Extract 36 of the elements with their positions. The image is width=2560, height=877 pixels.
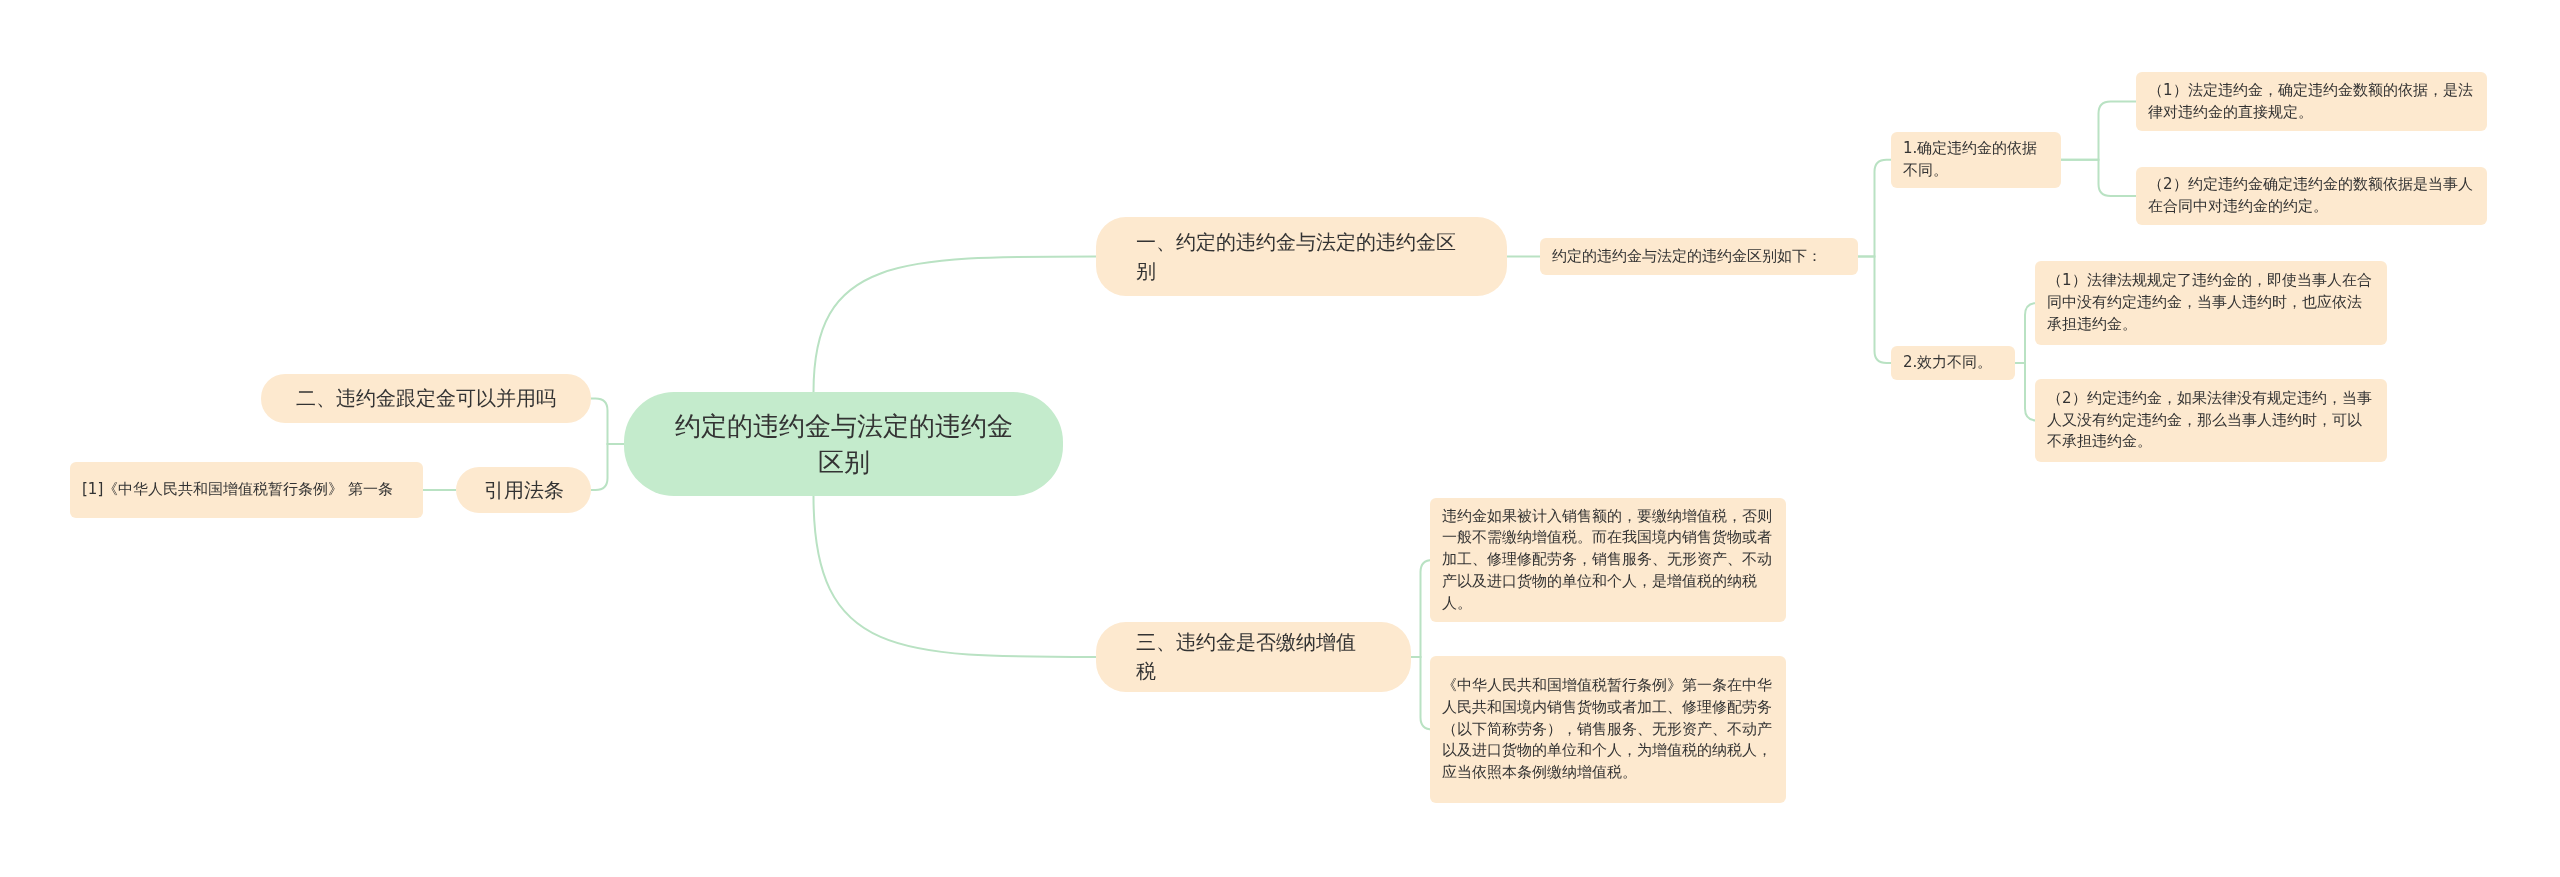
topic-text: [1]《中华人民共和国增值税暂行条例》 第一条 [82,479,393,501]
connector-line [812,255,1097,393]
connector-line [1857,255,1892,364]
topic-text: （2）约定违约金确定违约金的数额依据是当事人在合同中对违约金的约定。 [2148,174,2474,217]
topic-box [1430,656,1786,803]
topic-box [456,467,591,513]
topic-box [2035,261,2387,345]
topic-box [1096,622,1411,692]
topic-text: 违约金如果被计入销售额的，要缴纳增值税，否则一般不需缴纳增值税。而在我国境内销售货物或者加工、修理修配劳务，销售服务、无形资产、不动产以及进口货物的单位和个人，是增值税的纳税人。 [1442,505,1773,614]
connector-line [812,495,1097,658]
topic-text: 引用法条 [483,476,564,504]
topic-box [1891,346,2015,380]
topic-box [261,374,591,423]
topic-text: 二、违约金跟定金可以并用吗 [296,385,556,412]
topic-text: 一、约定的违约金与法定的违约金区别 [1136,228,1457,285]
topic-box [1096,217,1507,296]
topic-text: （1）法律法规规定了违约金的，即使当事人在合同中没有约定违约金，当事人违约时，也应依法承担违约金。 [2047,270,2373,335]
topic-text: （1）法定违约金，确定违约金数额的依据，是法律对违约金的直接规定。 [2148,79,2474,123]
topic-box [2035,379,2387,462]
topic-box [1430,498,1786,622]
connector-line [1506,255,1541,258]
topic-text: （2）约定违约金，如果法律没有规定违约，当事人又没有约定违约金，那么当事人违约时，可以不承担违约金。 [2047,387,2373,453]
topic-box [1540,238,1858,275]
topic-box [1891,132,2061,188]
topic-box [2136,72,2487,131]
topic-text: 《中华人民共和国增值税暂行条例》第一条在中华人民共和国境内销售货物或者加工、修理修配劳务（以下简称劳务），销售服务、无形资产、不动产以及进口货物的单位和个人，为增值税的纳税人，应当依照本条例缴纳增值税。 [1442,675,1773,784]
connector-line [2060,158,2137,197]
topic-text: 1.确定违约金的依据不同。 [1903,138,2039,181]
topic-box [2136,167,2487,225]
topic-text: 约定的违约金与法定的违约金区别如下： [1552,245,1822,267]
topic-text: 约定的违约金与法定的违约金区别 [674,409,1013,479]
connector-line [422,489,457,491]
topic-text: 三、违约金是否缴纳增值税 [1136,629,1357,685]
topic-box [70,462,423,518]
topic-text: 2.效力不同。 [1903,352,1993,374]
connector-line [590,443,625,491]
